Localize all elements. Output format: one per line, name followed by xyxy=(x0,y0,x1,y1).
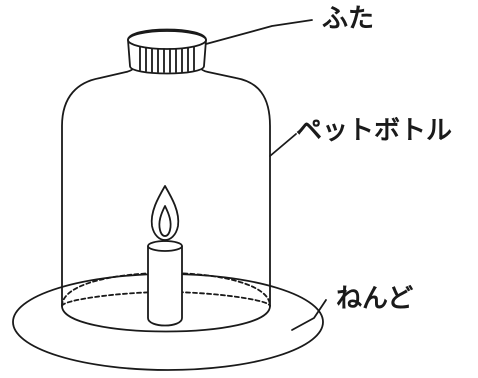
candle xyxy=(147,229,183,327)
leader-line-lid xyxy=(205,19,313,45)
leader-line-clay xyxy=(291,299,327,331)
bottle-label: ペットボトル xyxy=(296,116,453,146)
leader-line-bottle xyxy=(269,133,297,157)
lid-label: ふた xyxy=(322,4,375,34)
candle-flame xyxy=(150,185,180,241)
plastic-bottle xyxy=(61,57,271,333)
bottle-cap xyxy=(127,28,207,75)
clay-label: ねんど xyxy=(336,284,414,314)
